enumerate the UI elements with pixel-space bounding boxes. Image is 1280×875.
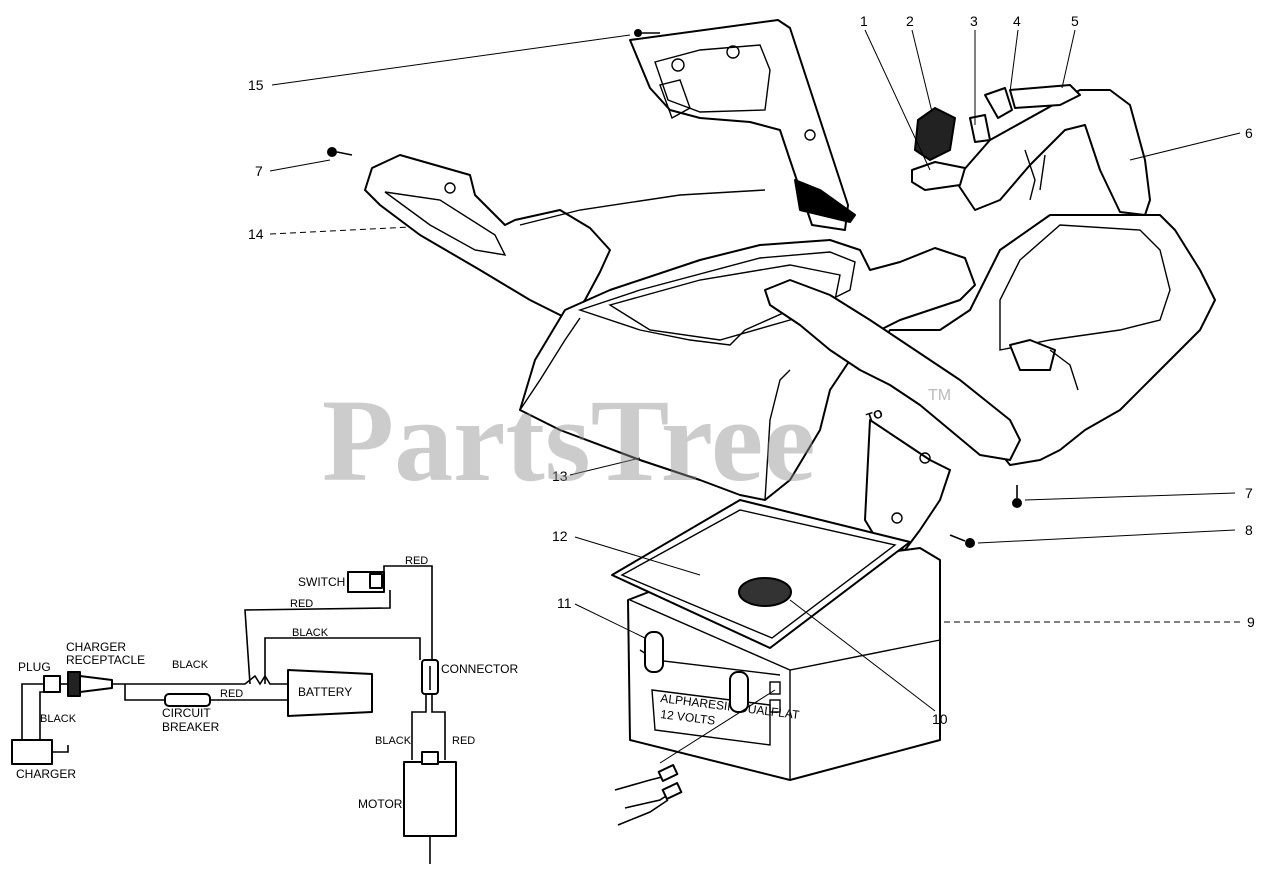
part-12-cover-plate	[611, 499, 911, 649]
callout-5: 5	[1071, 13, 1079, 29]
wire-label-black-receptacle: BLACK	[172, 659, 209, 671]
charger	[11, 691, 69, 765]
callout-15: 15	[248, 77, 264, 93]
screws	[327, 29, 1022, 548]
label-battery: BATTERY	[298, 685, 352, 699]
lower-handle-front	[764, 279, 1021, 551]
label-switch: SWITCH	[298, 575, 345, 589]
callout-3: 3	[970, 13, 978, 29]
watermark: PartsTree TM	[322, 375, 951, 506]
callout-6: 6	[1245, 125, 1253, 141]
label-charger-receptacle-1: CHARGER	[66, 640, 126, 654]
wire-label-red-breaker: RED	[220, 688, 243, 700]
part-14-left-arm	[364, 154, 766, 321]
callout-4: 4	[1013, 13, 1021, 29]
label-charger: CHARGER	[16, 767, 76, 781]
callout-numbers: 1 2 3 4 5 6 7 7 8 9 10 11 12 13 14 15	[248, 13, 1255, 727]
battery-leads	[614, 764, 683, 826]
motor-symbol	[403, 751, 457, 864]
mower-assembly: ALPHARESIN DUALFLAT 12 VOLTS	[327, 19, 1216, 826]
label-motor: MOTOR	[358, 797, 403, 811]
watermark-tm: TM	[928, 387, 951, 404]
callout-2: 2	[906, 13, 914, 29]
callout-10: 10	[932, 711, 948, 727]
leader-lines	[269, 29, 1241, 764]
body-brand-text: TO	[865, 406, 885, 424]
callout-7-top: 7	[255, 163, 263, 179]
battery-volts-text: 12 VOLTS	[660, 707, 716, 728]
wire-label-red-motor: RED	[452, 735, 475, 747]
wire-label-red-switch: RED	[405, 555, 428, 567]
screw-8	[949, 534, 975, 548]
screw-15	[634, 29, 660, 37]
wiring-schematic: PLUG CHARGER RECEPTACLE CHARGER CIRCUIT …	[11, 555, 518, 864]
watermark-text: PartsTree	[322, 375, 816, 506]
switch-symbol	[347, 565, 433, 660]
callout-7-bottom: 7	[1245, 485, 1253, 501]
label-circuit-breaker-2: BREAKER	[162, 720, 220, 734]
plug	[21, 675, 68, 740]
label-connector: CONNECTOR	[441, 662, 518, 676]
screw-7-bottom	[1012, 485, 1022, 508]
wire-label-black-motor: BLACK	[375, 735, 412, 747]
callout-1: 1	[860, 13, 868, 29]
charger-receptacle	[67, 671, 113, 697]
switch-parts-1-5	[911, 84, 1081, 191]
label-circuit-breaker-1: CIRCUIT	[162, 706, 211, 720]
callout-8: 8	[1245, 522, 1253, 538]
label-charger-receptacle-2: RECEPTACLE	[66, 653, 145, 667]
wire-label-red-left: RED	[290, 598, 313, 610]
label-plug: PLUG	[18, 660, 51, 674]
callout-9: 9	[1247, 614, 1255, 630]
callout-12: 12	[552, 528, 568, 544]
screw-7-top	[327, 147, 353, 157]
callout-14: 14	[248, 226, 264, 242]
callout-13: 13	[552, 468, 568, 484]
part-15-rear-plate	[629, 19, 849, 231]
wire-label-black-upper: BLACK	[292, 627, 329, 639]
callout-11: 11	[557, 595, 572, 611]
connector-symbol	[411, 659, 446, 760]
wire-label-black-plug: BLACK	[40, 713, 77, 725]
battery-symbol	[287, 669, 373, 717]
